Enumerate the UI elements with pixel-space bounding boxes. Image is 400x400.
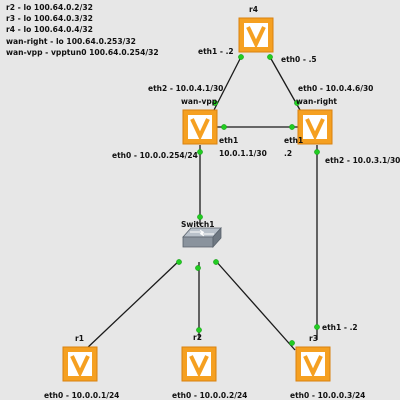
legend-line: r4 - lo 100.64.0.4/32 [6,25,93,35]
port-dot [212,100,218,106]
node-r4[interactable]: r4 [237,5,275,54]
switch-icon [182,227,222,248]
node-label-wan-right: wan-right [296,97,337,106]
iface-label: eth0 - 10.0.0.254/24 [112,151,198,160]
port-dot [289,124,295,130]
node-switch1[interactable]: Switch1 [181,220,222,248]
iface-label: eth2 - 10.0.4.1/30 [148,84,223,93]
port-dot [294,100,300,106]
node-wan-right[interactable]: wan-right [296,97,337,146]
port-dot [221,124,227,130]
legend: r2 - lo 100.64.0.2/32 r3 - lo 100.64.0.3… [6,2,159,58]
legend-line: r2 - lo 100.64.0.2/32 [6,3,93,12]
link-switch1-r1 [84,259,181,351]
iface-label: eth1 [284,136,303,145]
iface-label: 10.0.1.1/30 [219,149,267,158]
port-dot [238,54,244,60]
iface-label: eth0 - 10.0.4.6/30 [298,84,373,93]
iface-label: eth0 - 10.0.0.1/24 [44,391,119,400]
port-dot [196,327,202,333]
port-dot [314,149,320,155]
node-label-r1: r1 [75,334,84,343]
iface-label: .2 [284,149,292,158]
vpp-router-icon [180,345,218,383]
node-label-switch1: Switch1 [181,220,215,229]
link-r4-wan-vpp [213,56,242,111]
node-wan-vpp[interactable]: wan-vpp [181,97,219,146]
port-dot [176,259,182,265]
legend-line: wan-right - lo 100.64.0.253/32 [6,36,136,46]
port-dot [197,149,203,155]
iface-label: eth1 - .2 [322,323,358,332]
node-label-wan-vpp: wan-vpp [181,97,218,106]
node-label-r3: r3 [309,334,318,343]
node-label-r2: r2 [193,333,202,342]
port-dot [213,259,219,265]
iface-label: eth1 [219,136,238,145]
legend-line: wan-vpp - vpptun0 100.64.0.254/32 [6,47,159,57]
port-dot [314,324,320,330]
node-r3[interactable]: r3 [294,334,332,383]
iface-label: eth2 - 10.0.3.1/30 [325,156,400,165]
port-dots [176,54,320,346]
iface-label: eth1 - .2 [198,47,234,56]
node-label-r4: r4 [249,5,258,14]
iface-label: eth0 - .5 [281,55,317,64]
iface-label: eth0 - 10.0.0.3/24 [290,391,365,400]
iface-label: eth0 - 10.0.0.2/24 [172,391,247,400]
node-r2[interactable]: r2 [180,333,218,383]
vpp-router-icon [294,345,332,383]
port-dot [197,214,203,220]
port-dot [267,54,273,60]
vpp-router-icon [237,16,275,54]
legend-line: r3 - lo 100.64.0.3/32 [6,14,93,24]
vpp-router-icon [61,345,99,383]
node-r1[interactable]: r1 [61,334,99,383]
vpp-router-icon [181,108,219,146]
link-switch1-r3 [214,259,296,351]
port-dot [289,340,295,346]
port-dot [195,265,201,271]
links [84,56,318,351]
